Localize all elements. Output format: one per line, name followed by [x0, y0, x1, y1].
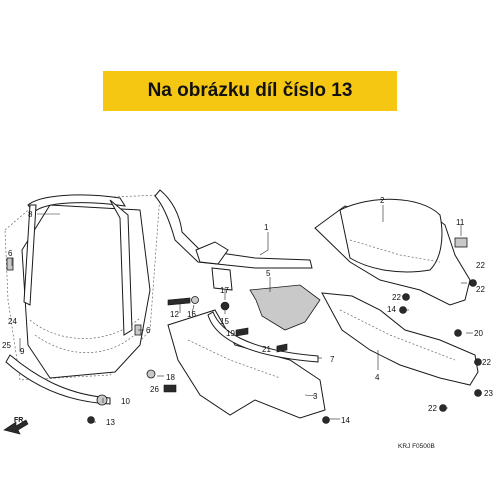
screw-22-b [469, 279, 477, 287]
label-13: 13 [106, 418, 115, 427]
front-direction-arrow: FR. [3, 417, 29, 435]
label-26: 26 [150, 385, 159, 394]
label-22-c: 22 [482, 358, 491, 367]
handlebar-rear-cover [321, 292, 479, 386]
label-8: 8 [28, 210, 33, 219]
label-1: 1 [264, 223, 269, 232]
cap-11 [454, 237, 468, 248]
label-23: 23 [484, 389, 493, 398]
screw-22-a [402, 293, 410, 301]
label-6-a: 6 [8, 249, 13, 258]
handlebar-upper-cover [314, 198, 471, 306]
fr-label: FR. [14, 417, 25, 424]
diagram-code: KRJ F0500B [398, 443, 435, 450]
label-5: 5 [266, 269, 271, 278]
label-21: 21 [262, 345, 271, 354]
label-12: 12 [170, 310, 179, 319]
handlebar [154, 189, 313, 291]
label-22-a: 22 [392, 293, 401, 302]
part-labels: 1 2 3 4 5 6 6 7 8 9 10 11 12 13 14 14 15… [2, 196, 493, 427]
nut-15 [220, 301, 230, 311]
label-25: 25 [2, 341, 11, 350]
label-22-e: 22 [476, 285, 485, 294]
screw-20 [454, 329, 462, 337]
label-15: 15 [220, 317, 229, 326]
label-17: 17 [220, 286, 229, 295]
center-bracket [249, 284, 321, 331]
label-11: 11 [456, 218, 465, 227]
screw-13 [87, 416, 95, 424]
windscreen [4, 194, 161, 405]
banner-title: Na obrázku díl číslo 13 [147, 80, 353, 101]
label-14-b: 14 [341, 416, 350, 425]
trim-strip [207, 311, 319, 363]
label-14-a: 14 [387, 305, 396, 314]
label-24: 24 [8, 317, 17, 326]
nut-18 [146, 369, 156, 379]
label-22-d: 22 [428, 404, 437, 413]
leader-lines [11, 205, 482, 423]
bolt-26 [163, 384, 177, 393]
front-inner-cover [167, 309, 326, 419]
label-20: 20 [474, 329, 483, 338]
label-9: 9 [20, 347, 25, 356]
label-16: 16 [187, 310, 196, 319]
label-18: 18 [166, 373, 175, 382]
label-4: 4 [375, 373, 380, 382]
label-7: 7 [330, 355, 335, 364]
washer-10 [96, 394, 108, 406]
label-3: 3 [313, 392, 318, 401]
bolt-12 [167, 297, 191, 306]
washer-16 [191, 296, 199, 304]
label-6-b: 6 [146, 326, 151, 335]
label-10: 10 [121, 397, 130, 406]
label-19: 19 [226, 329, 235, 338]
part-number-banner: Na obrázku díl číslo 13 [103, 71, 397, 111]
label-2: 2 [380, 196, 385, 205]
nut-14-b [322, 416, 330, 424]
label-22-b: 22 [476, 261, 485, 270]
